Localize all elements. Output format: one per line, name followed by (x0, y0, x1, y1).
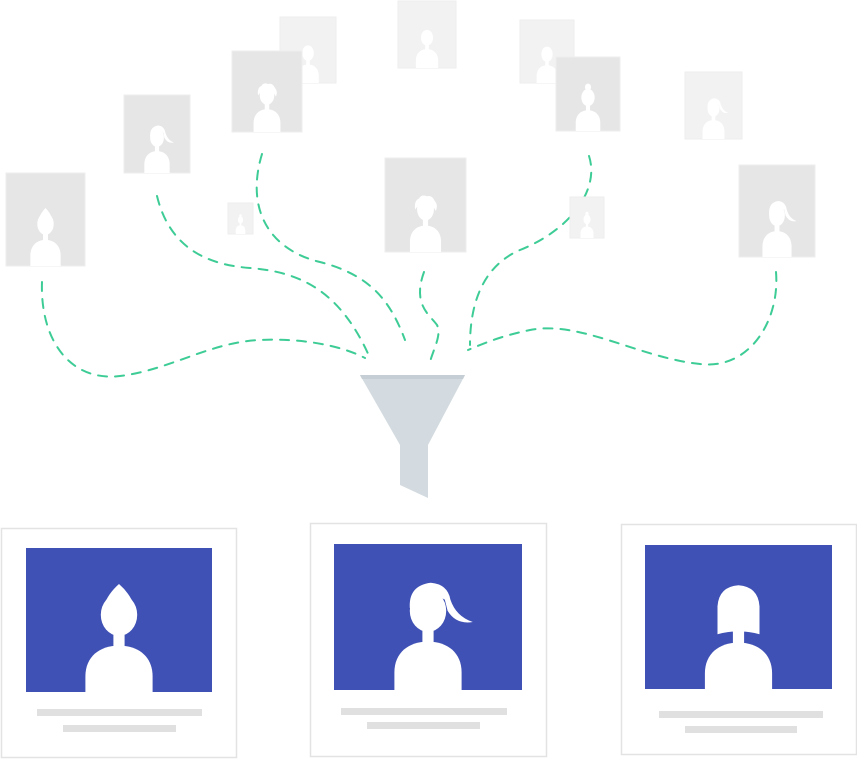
selected-profile-card (0, 527, 238, 759)
candidate-card (684, 71, 743, 140)
person-silhouette-icon (575, 83, 601, 131)
placeholder-text-line (367, 722, 480, 729)
candidate-card (384, 157, 467, 253)
candidate-card (123, 94, 191, 174)
person-silhouette-icon (762, 201, 797, 257)
person-silhouette-icon (394, 582, 473, 690)
selected-profiles (0, 522, 857, 759)
candidate-card (5, 172, 86, 267)
person-silhouette-icon (702, 98, 729, 139)
candidate-card (227, 202, 254, 235)
dashed-flow-path (467, 271, 778, 366)
person-silhouette-icon (704, 585, 773, 689)
dashed-flow-path (469, 155, 593, 346)
person-silhouette-icon (580, 211, 594, 238)
person-silhouette-icon (415, 29, 439, 68)
candidate-card (738, 164, 816, 258)
profile-photo (334, 544, 522, 690)
person-silhouette-icon (235, 214, 246, 235)
selected-profile-card (620, 523, 857, 756)
funnel-rim (360, 375, 465, 379)
candidate-card (397, 0, 457, 69)
funnel-body (360, 375, 465, 498)
placeholder-text-line (685, 726, 797, 733)
selected-profile-card (309, 522, 548, 758)
person-silhouette-icon (409, 195, 442, 252)
profile-photo (645, 545, 832, 689)
dashed-flow-path (156, 195, 371, 359)
candidate-card (569, 196, 605, 239)
candidate-card (555, 56, 621, 132)
person-silhouette-icon (297, 45, 319, 83)
placeholder-text-line (63, 725, 176, 732)
funnel-icon (360, 375, 465, 498)
candidate-pool (5, 0, 816, 267)
person-silhouette-icon (253, 83, 281, 132)
dashed-flow-path (255, 153, 406, 341)
person-silhouette-icon (30, 207, 61, 266)
person-silhouette-icon (144, 125, 174, 174)
placeholder-text-line (341, 708, 507, 715)
dashed-flow-path (40, 281, 366, 378)
placeholder-text-line (37, 709, 202, 716)
candidate-paths (40, 153, 778, 378)
profile-photo (26, 548, 212, 692)
dashed-flow-path (418, 271, 440, 363)
placeholder-text-line (659, 711, 823, 718)
person-silhouette-icon (536, 46, 558, 83)
person-silhouette-icon (85, 584, 153, 692)
candidate-card (231, 50, 303, 133)
